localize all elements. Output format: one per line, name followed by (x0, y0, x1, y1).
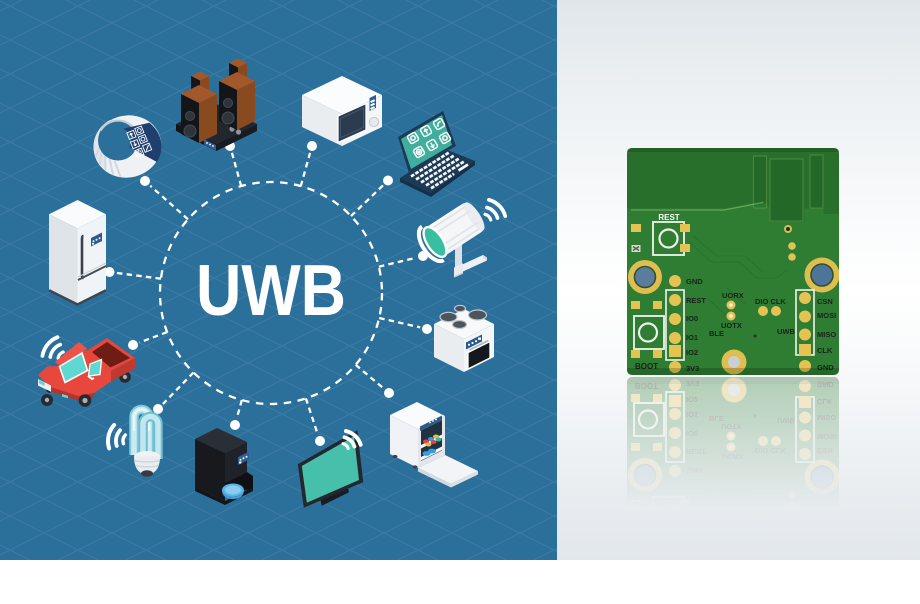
svg-text:UWB: UWB (196, 251, 346, 331)
